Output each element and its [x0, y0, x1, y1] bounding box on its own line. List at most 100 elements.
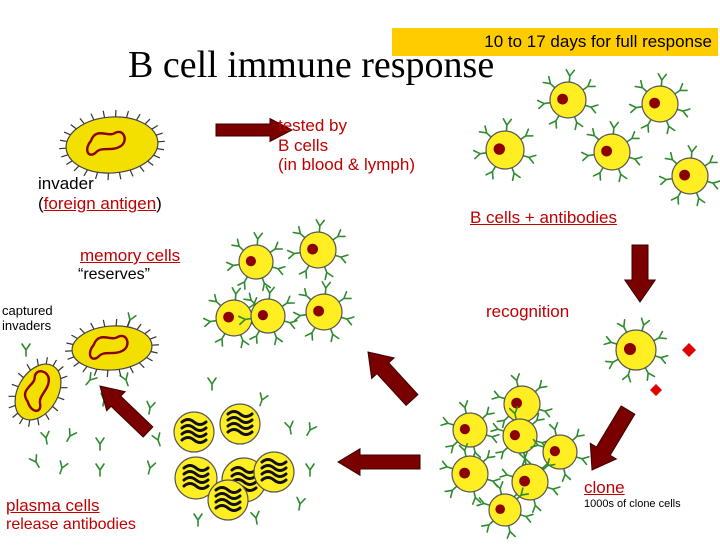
- captured-invader-1-spike: [151, 351, 158, 353]
- free-antibody-14-shape: [30, 455, 43, 469]
- captured-invader-1-spike: [139, 362, 144, 368]
- free-antibody-1-shape: [145, 401, 155, 414]
- top-bcell-3-antibody: [502, 119, 511, 132]
- clone-bcell-2-antibody: [460, 401, 470, 414]
- memory-cell-1-antibody: [227, 261, 240, 271]
- top-bcell-4-nucleus: [601, 146, 612, 157]
- top-bcell-2-antibody-shape: [630, 103, 643, 113]
- top-bcell-5: [660, 146, 720, 206]
- clone-bcell-5-nucleus: [459, 468, 470, 479]
- captured-invader-1-spike: [71, 335, 77, 339]
- clone-bcell-7-antibody-shape: [505, 525, 515, 538]
- free-antibody-9: [295, 497, 305, 510]
- memory-cells-label: memory cells: [80, 246, 180, 266]
- captured-line-2: invaders: [2, 319, 53, 334]
- clone-bcell-2-antibody-shape: [460, 401, 470, 414]
- clone-bcell-6-antibody: [530, 499, 540, 512]
- top-bcell-5-antibody-shape: [660, 175, 673, 185]
- captured-invader-1-spike: [119, 369, 120, 376]
- clone-bcell-2: [441, 401, 499, 459]
- recognition-bcell-nucleus: [624, 343, 636, 355]
- free-antibody-12-shape: [96, 464, 104, 476]
- free-antibody-6: [285, 421, 295, 434]
- clone-bcell-7-antibody: [495, 482, 505, 495]
- captured-invader-2-spike: [12, 383, 19, 387]
- arrow-to-clone-shape: [579, 402, 641, 478]
- clone-bcell-6-body: [512, 464, 548, 500]
- captured-invader-1-spike: [130, 367, 133, 374]
- invader-antigen-spike: [126, 111, 129, 118]
- free-antibody-12: [96, 464, 104, 476]
- foreign-antigen-line: (foreign antigen): [38, 194, 162, 214]
- arrow-to-recognition-shape: [625, 245, 655, 302]
- memory-cell-1-antibody-shape: [227, 261, 240, 271]
- top-bcell-5-nucleus: [679, 170, 690, 181]
- top-bcell-1-antibody-shape: [565, 70, 574, 83]
- clone-bcell-2-nucleus: [460, 424, 470, 434]
- memory-cell-4-antibody: [265, 287, 274, 300]
- top-bcell-3-antibody-shape: [474, 149, 487, 159]
- clone-bcell-4-antibody-shape: [560, 468, 570, 481]
- plasma-cell-5: [254, 452, 294, 492]
- captured-invader-2-spike: [27, 420, 32, 427]
- top-bcell-2-antibody: [657, 74, 666, 87]
- top-bcell-1-body: [550, 82, 586, 118]
- free-antibody-2-shape: [152, 433, 164, 447]
- clone-bcell-3-nucleus: [510, 430, 520, 440]
- captured-invader-1-spike: [144, 330, 150, 334]
- clone-bcell-6-nucleus: [519, 476, 530, 487]
- captured-line-1: captured: [2, 304, 53, 319]
- plasma-cell-1-body: [174, 412, 214, 452]
- release-antibodies-label: release antibodies: [6, 516, 136, 534]
- captured-invader-2: [0, 347, 80, 438]
- memory-cell-4-antibody-shape: [265, 287, 274, 300]
- arrow-to-plasma-shape: [338, 449, 420, 476]
- foreign-antigen-text: foreign antigen: [44, 194, 156, 213]
- memory-cell-1-body: [239, 245, 273, 279]
- top-bcell-4-antibody-shape: [582, 151, 595, 161]
- top-bcell-3-antibody: [474, 149, 487, 159]
- clone-bcell-4-antibody: [560, 468, 570, 481]
- invader-antigen-spike: [157, 148, 164, 150]
- captured-invader-1-spike: [116, 319, 117, 326]
- memory-cell-3-antibody-shape: [231, 288, 240, 301]
- invader-antigen-spike: [156, 133, 163, 135]
- diagram-title: B cell immune response: [128, 44, 494, 88]
- arrow-to-captured: [91, 376, 157, 441]
- plasma-cell-2: [220, 404, 260, 444]
- free-antibody-8: [306, 464, 314, 476]
- arrow-to-memory-shape: [357, 342, 423, 411]
- invader-antigen-spike: [71, 124, 77, 129]
- captured-invader-1-spike: [66, 343, 73, 345]
- captured-invader-2-spike: [58, 396, 65, 400]
- plasma-cell-1: [174, 412, 214, 452]
- free-antibody-7: [304, 423, 317, 437]
- clone-bcell-7-antibody-shape: [495, 482, 505, 495]
- invader-antigen-spike: [136, 114, 140, 120]
- invader-antigen-spike: [91, 113, 94, 120]
- top-bcell-3-antibody-shape: [502, 119, 511, 132]
- invader-antigen-spike: [115, 110, 116, 117]
- arrow-to-recognition: [625, 245, 655, 302]
- invader-label: invader (foreign antigen): [38, 174, 162, 213]
- free-antibody-9-shape: [295, 497, 305, 510]
- top-bcell-3-nucleus: [494, 143, 505, 154]
- top-bcell-2: [630, 74, 690, 134]
- captured-invader-2-spike: [61, 385, 68, 391]
- arrow-to-captured-shape: [91, 376, 157, 441]
- clone-bcell-1-antibody-shape: [511, 374, 521, 387]
- top-bcell-3: [474, 119, 536, 181]
- free-antibody-3-shape: [145, 461, 156, 475]
- free-antibody-5-shape: [256, 393, 268, 407]
- invader-antigen-spike: [154, 155, 160, 159]
- free-antibody-5: [256, 393, 268, 407]
- free-antibody-22: [22, 344, 30, 356]
- memory-cell-1-antibody: [253, 233, 262, 246]
- clone-bcell-4-antibody: [550, 423, 560, 436]
- captured-invader-2-spike: [53, 360, 57, 366]
- top-bcell-4-antibody-shape: [609, 122, 618, 135]
- captured-invader-2-spike: [20, 418, 24, 424]
- clone-bcell-7-body: [489, 494, 521, 526]
- top-bcell-3-body: [486, 131, 524, 169]
